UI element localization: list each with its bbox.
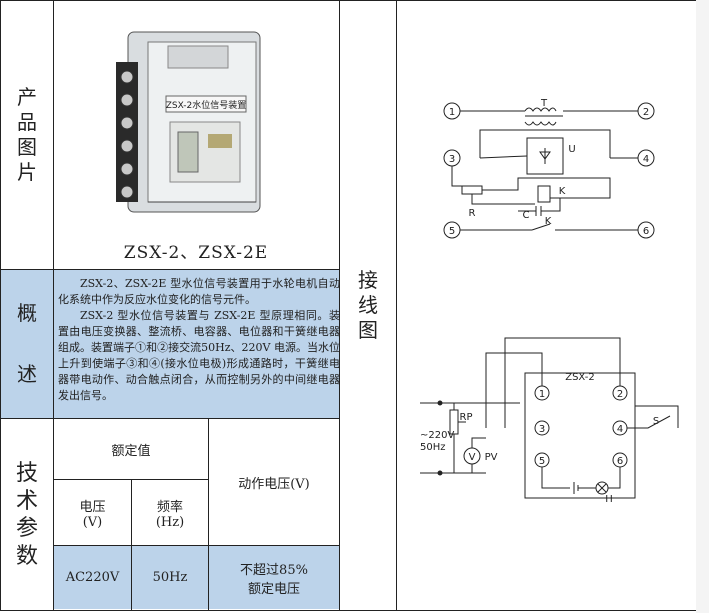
voltmeter-label: PV <box>485 452 498 463</box>
terminal-label: 5 <box>449 226 455 237</box>
col-divider-3 <box>396 0 397 611</box>
device-nameplate: ZSX-2水位信号装置 <box>166 99 247 111</box>
relay-coil-label: K <box>559 186 566 197</box>
rectifier-label: U <box>568 144 575 155</box>
label-char: 产 <box>17 84 37 109</box>
supply-label-line1: ~220V <box>420 430 454 441</box>
overview-label: 概 述 <box>1 270 53 418</box>
rated-value-header: 额定值 <box>111 443 151 459</box>
label-char: 参 <box>15 516 38 541</box>
frequency-header: 频率 (Hz) <box>155 499 185 530</box>
terminal-label: 4 <box>643 154 649 165</box>
terminal-label: 1 <box>539 389 545 400</box>
terminal-label: 3 <box>449 154 455 165</box>
overview-text: ZSX-2、ZSX-2E 型水位信号装置用于水轮电机自动化系统中作为反应水位变化… <box>58 276 340 404</box>
label-char: 图 <box>358 318 378 342</box>
col-divider-2 <box>339 0 340 611</box>
right-edge-strip <box>696 0 709 613</box>
wiring-label: 接 线 图 <box>340 0 396 611</box>
device-box <box>524 372 636 499</box>
params-divider-values <box>54 545 339 546</box>
terminal-label: 6 <box>643 226 649 237</box>
voltage-value: AC220V <box>65 570 120 585</box>
voltmeter-symbol: V <box>469 452 476 463</box>
frequency-value: 50Hz <box>152 570 188 585</box>
internal-circuit-diagram <box>443 102 655 239</box>
external-wiring-diagram <box>420 337 679 499</box>
terminal-label: 1 <box>449 107 455 118</box>
overview-paragraph-1: ZSX-2、ZSX-2E 型水位信号装置用于水轮电机自动化系统中作为反应水位变化… <box>58 277 340 306</box>
potentiometer-label: RP <box>460 412 473 423</box>
label-char: 接 <box>358 268 378 292</box>
overview-text-fill <box>54 270 340 418</box>
action-voltage-value: 不超过85% 额定电压 <box>240 562 308 597</box>
terminal-label: 2 <box>617 389 623 400</box>
overview-label-fill <box>1 270 53 418</box>
wiring-diagrams: 1 2 3 4 5 6 T U K R C K <box>420 98 679 505</box>
label-char: 品 <box>17 109 37 134</box>
transformer-label: T <box>540 98 548 109</box>
label-char: 图 <box>17 134 37 159</box>
supply-label-line2: 50Hz <box>420 442 446 453</box>
terminal-label: 5 <box>539 456 545 467</box>
overview-paragraph-2: ZSX-2 型水位信号装置与 ZSX-2E 型原理相同。装置由电压变换器、整流桥… <box>58 309 340 402</box>
action-voltage-header: 动作电压(V) <box>238 476 310 492</box>
product-caption: ZSX-2、ZSX-2E <box>123 243 269 263</box>
terminal-label: 4 <box>617 424 623 435</box>
row-divider-2 <box>1 418 339 419</box>
row-divider-1 <box>1 269 339 270</box>
voltage-header: 电压 (V) <box>79 499 106 530</box>
col-divider-1 <box>53 0 54 611</box>
label-char: 线 <box>358 293 378 317</box>
label-char: 技 <box>15 461 38 486</box>
params-col-action <box>208 419 209 611</box>
product-photo: ZSX-2水位信号装置 <box>116 31 261 213</box>
params-col-v <box>131 480 132 611</box>
terminal-label: 2 <box>643 107 649 118</box>
tech-params-label: 技 术 参 数 <box>1 419 53 611</box>
switch-label: S <box>653 416 659 427</box>
relay-contact-label: K <box>545 216 552 227</box>
params-value-fill <box>54 545 340 609</box>
terminal-label: 6 <box>617 456 623 467</box>
label-char: 片 <box>17 159 37 184</box>
label-char: 概 <box>17 301 37 325</box>
lamp-label: H <box>605 494 613 505</box>
resistor-label: R <box>469 208 476 219</box>
product-image-label: 产 品 图 片 <box>1 0 53 269</box>
label-char: 术 <box>15 488 38 514</box>
terminal-label: 3 <box>539 424 545 435</box>
device-title: ZSX-2 <box>565 372 595 383</box>
capacitor-label: C <box>523 210 530 221</box>
label-char: 数 <box>15 543 38 569</box>
label-char: 述 <box>17 362 37 386</box>
params-divider-rated <box>54 479 208 480</box>
